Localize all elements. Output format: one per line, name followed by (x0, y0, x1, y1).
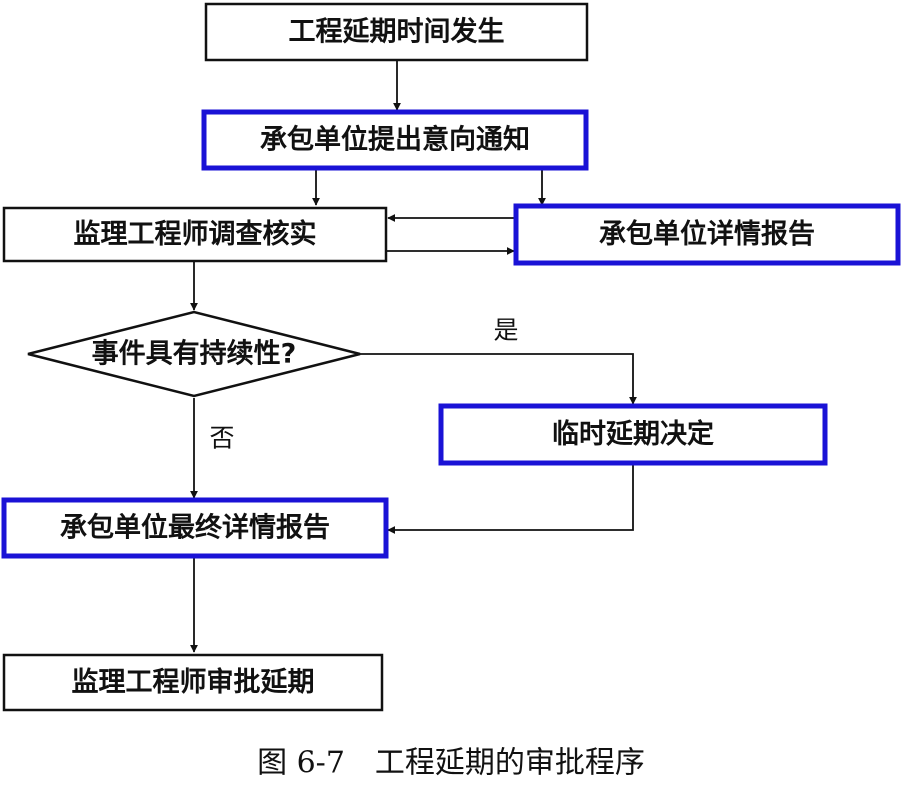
node-start: 工程延期时间发生 (204, 2, 589, 62)
arrow-decision-yes-to-temp-extension (360, 353, 637, 405)
node-temp-extension-label: 临时延期决定 (552, 418, 714, 450)
node-notice-label: 承包单位提出意向通知 (260, 124, 530, 156)
connectors (190, 60, 637, 653)
node-decision: 事件具有持续性? (27, 310, 361, 398)
node-final-report: 承包单位最终详情报告 (1, 497, 389, 559)
node-detail-report-label: 承包单位详情报告 (599, 218, 815, 250)
branch-no-label: 否 (209, 424, 234, 453)
node-start-label: 工程延期时间发生 (289, 16, 505, 48)
node-decision-label: 事件具有持续性? (92, 339, 297, 370)
node-detail-report: 承包单位详情报告 (513, 203, 901, 266)
node-notice: 承包单位提出意向通知 (201, 109, 589, 171)
node-investigate: 监理工程师调查核实 (2, 206, 388, 263)
figure-caption: 图 6-7 工程延期的审批程序 (257, 746, 645, 781)
branch-yes-label: 是 (493, 316, 518, 345)
node-approve: 监理工程师审批延期 (2, 653, 384, 712)
node-final-report-label: 承包单位最终详情报告 (60, 512, 330, 544)
node-temp-extension: 临时延期决定 (438, 403, 828, 466)
node-approve-label: 监理工程师审批延期 (72, 666, 315, 698)
arrow-temp-extension-to-final-report (387, 463, 634, 534)
node-investigate-label: 监理工程师调查核实 (74, 218, 317, 250)
